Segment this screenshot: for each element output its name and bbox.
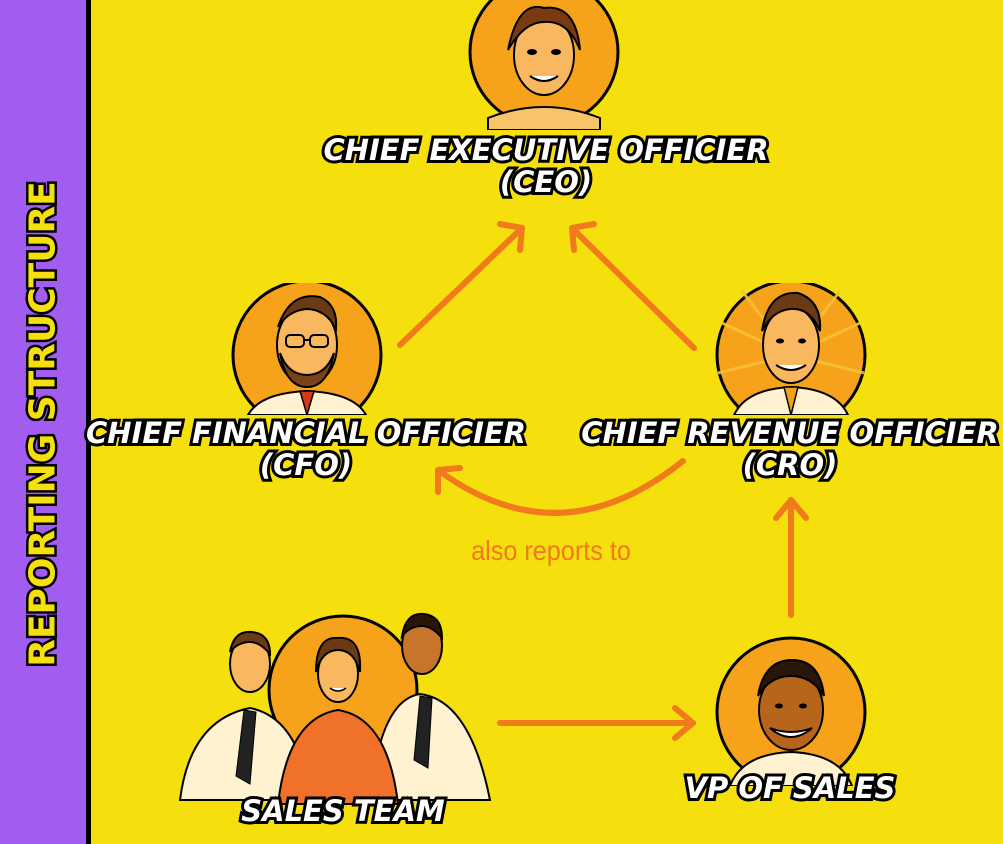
arrow-vp-to-cro xyxy=(773,497,809,618)
cro-title: CHIEF REVENUE OFFICIER xyxy=(578,413,1001,452)
vp-title: VP OF SALES xyxy=(682,768,899,807)
sidebar: REPORTING STRUCTURE xyxy=(0,0,86,844)
arrow-team-to-vp xyxy=(497,705,696,741)
arrow-cfo-to-ceo xyxy=(397,221,525,348)
cro-abbr: (CRO) xyxy=(740,446,841,485)
sales-team-icon xyxy=(178,612,492,805)
team-label: SALES TEAM xyxy=(238,791,447,830)
ceo-title: CHIEF EXECUTIVE OFFICIER xyxy=(320,130,771,169)
cro-label: CHIEF REVENUE OFFICIER (CRO) xyxy=(578,413,1001,485)
ceo-abbr: (CEO) xyxy=(497,163,595,202)
cfo-abbr: (CFO) xyxy=(257,446,355,485)
arrow-cro-to-cfo xyxy=(435,458,686,516)
ceo-label: CHIEF EXECUTIVE OFFICIER (CEO) xyxy=(320,130,771,202)
vp-label: VP OF SALES xyxy=(682,768,899,807)
cfo-title: CHIEF FINANCIAL OFFICIER xyxy=(83,413,529,452)
sidebar-divider xyxy=(86,0,91,844)
cro-portrait-icon xyxy=(715,283,867,415)
cfo-portrait-icon xyxy=(231,283,383,415)
vp-portrait-icon xyxy=(715,636,867,786)
team-title: SALES TEAM xyxy=(238,791,447,830)
cfo-label: CHIEF FINANCIAL OFFICIER (CFO) xyxy=(83,413,529,485)
arrow-cro-to-ceo xyxy=(569,221,697,351)
ceo-portrait-icon xyxy=(468,0,620,130)
also-reports-to-note: also reports to xyxy=(471,535,631,566)
